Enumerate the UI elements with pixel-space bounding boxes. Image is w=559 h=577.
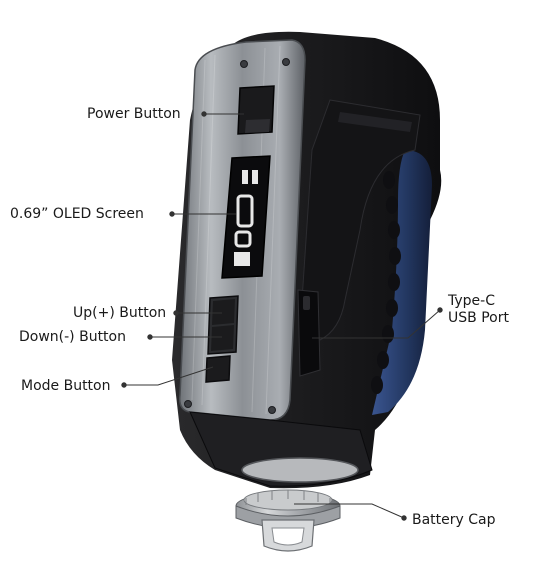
- power-button-bevel: [245, 119, 270, 133]
- label-down-button: Down(-) Button: [19, 329, 126, 345]
- panel-screws: [184, 58, 290, 414]
- label-oled-screen: 0.69” OLED Screen: [10, 206, 144, 222]
- label-power-button: Power Button: [87, 106, 181, 122]
- usb-port-recess: [297, 289, 321, 377]
- mode-button[interactable]: [205, 355, 231, 383]
- label-usb-port-line2: USB Port: [448, 310, 509, 326]
- usb-port: [303, 296, 310, 310]
- battery-cap: [235, 489, 341, 552]
- blue-grip: [372, 150, 432, 415]
- down-button[interactable]: [211, 325, 234, 351]
- oled-display-glyphs: [234, 170, 258, 266]
- label-up-button: Up(+) Button: [73, 305, 167, 321]
- up-button[interactable]: [212, 299, 235, 325]
- side-logo-strip: [338, 112, 412, 132]
- label-mode-button: Mode Button: [21, 378, 111, 394]
- label-usb-port-line1: Type-C: [448, 293, 495, 309]
- battery-opening: [241, 457, 359, 483]
- callout-lines: [121, 111, 443, 521]
- label-battery-cap: Battery Cap: [412, 512, 496, 528]
- oled-screen: [221, 155, 271, 279]
